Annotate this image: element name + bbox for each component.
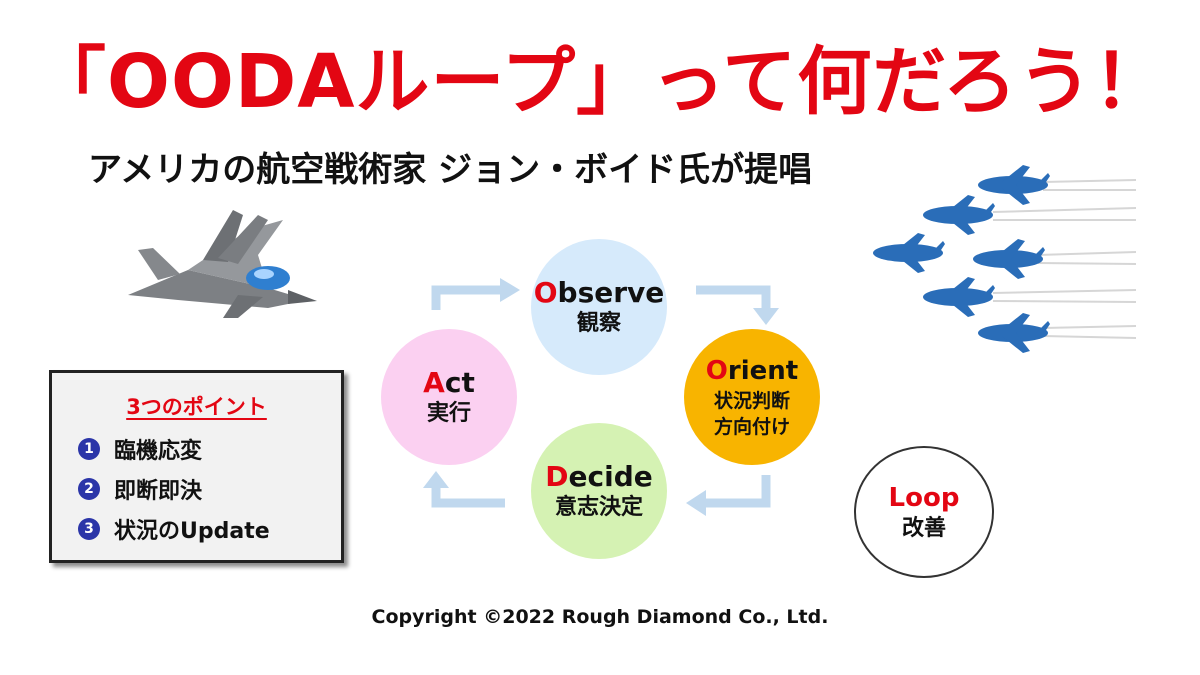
orient-circle: Orient 状況判断 方向付け: [684, 329, 820, 465]
observe-circle: Observe 観察: [531, 239, 667, 375]
act-label: ct: [444, 366, 475, 399]
arrowhead-down: [753, 308, 779, 325]
key-point-item: 3 状況のUpdate: [78, 513, 270, 545]
key-point-text: 状況のUpdate: [114, 519, 270, 544]
observe-jp: 観察: [576, 311, 621, 336]
orient-initial: O: [705, 356, 728, 386]
decide-label: ecide: [568, 460, 653, 493]
orient-label: rient: [727, 356, 799, 386]
arrow-act-to-observe: [431, 285, 502, 310]
act-jp: 実行: [426, 401, 471, 426]
subtitle: アメリカの航空戦術家 ジョン・ボイド氏が提唱: [88, 150, 813, 190]
arrow-decide-to-act: [431, 485, 505, 508]
act-initial: A: [423, 366, 445, 399]
loop-label: Loop: [888, 483, 960, 513]
arrow-observe-to-orient: [696, 285, 771, 310]
arrow-orient-to-decide: [703, 475, 771, 508]
key-points-title: 3つのポイント: [126, 395, 267, 419]
arrowhead-up: [423, 471, 449, 488]
copyright-notice: Copyright ©2022 Rough Diamond Co., Ltd.: [371, 606, 829, 628]
observe-label: bserve: [557, 276, 665, 309]
fighter-jet-gray-icon: [128, 210, 317, 318]
decide-jp: 意志決定: [554, 495, 643, 520]
page-title: 「OODAループ」って何だろう！: [32, 39, 1168, 125]
key-point-text: 臨機応変: [114, 439, 203, 464]
act-circle: Act 実行: [381, 329, 517, 465]
key-point-item: 2 即断即決: [78, 473, 202, 505]
cycle-arrows: [423, 278, 779, 516]
loop-jp: 改善: [901, 516, 946, 541]
decide-circle: Decide 意志決定: [531, 423, 667, 559]
key-points-box: 3つのポイント 1 臨機応変 2 即断即決 3 状況のUpdate: [49, 370, 344, 563]
blue-jets-formation-icon: [873, 165, 1137, 353]
key-point-text: 即断即決: [114, 479, 203, 504]
number-3-icon: 3: [78, 518, 100, 540]
arrowhead-left: [686, 490, 706, 516]
orient-jp-line2: 方向付け: [713, 416, 790, 438]
orient-jp-line1: 状況判断: [713, 390, 790, 412]
key-point-item: 1 臨機応変: [78, 433, 202, 465]
observe-initial: O: [533, 276, 558, 309]
loop-improvement-circle: Loop 改善: [854, 446, 994, 578]
decide-initial: D: [545, 460, 569, 493]
arrowhead-right: [500, 278, 520, 302]
number-2-icon: 2: [78, 478, 100, 500]
number-1-icon: 1: [78, 438, 100, 460]
